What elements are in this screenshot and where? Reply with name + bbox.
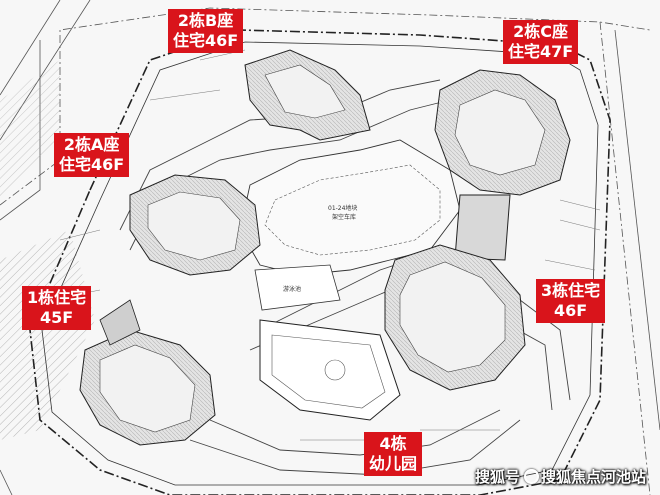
- plaza-label: 01-24地块: [328, 205, 358, 212]
- building-tag-3: 3栋住宅 46F: [536, 279, 606, 323]
- building-tag-4: 4栋 幼儿园: [364, 432, 423, 476]
- tag-2A-line1: 2栋A座: [63, 135, 120, 154]
- building-2B-footprint: [244, 49, 371, 141]
- watermark-right: 搜狐焦点河池站: [540, 468, 646, 486]
- building-4-footprint: [259, 319, 401, 421]
- building-tag-2B: 2栋B座 住宅46F: [168, 9, 244, 53]
- pool-label: 游泳池: [283, 286, 302, 293]
- sohu-logo-icon: [523, 469, 539, 484]
- tag-3-line1: 3栋住宅: [541, 281, 601, 300]
- central-plaza-inner: [264, 164, 441, 256]
- tag-2A-line2: 住宅46F: [59, 155, 125, 174]
- inner-boundary: [41, 41, 599, 486]
- tag-2B-line2: 住宅46F: [173, 31, 239, 50]
- tag-2C-line2: 住宅47F: [508, 42, 574, 61]
- building-2C-footprint: [434, 69, 571, 196]
- building-2A-footprint: [129, 174, 261, 276]
- building-1-ramp: [99, 299, 141, 346]
- plaza-sublabel: 架空车库: [332, 214, 357, 221]
- building-tag-2C: 2栋C座 住宅47F: [503, 20, 579, 64]
- tag-3-line2: 46F: [553, 301, 588, 320]
- tag-1-line2: 45F: [39, 308, 74, 327]
- pool-area: [254, 264, 341, 311]
- tag-4-line1: 4栋: [379, 434, 407, 453]
- tag-4-line2: 幼儿园: [369, 454, 418, 473]
- tag-2B-line1: 2栋B座: [177, 11, 234, 30]
- watermark: 搜狐号 搜狐焦点河池站: [475, 466, 646, 487]
- hatched-area-top-left: [0, 60, 60, 200]
- building-tag-2A: 2栋A座 住宅46F: [54, 133, 130, 177]
- watermark-left: 搜狐号: [474, 468, 520, 486]
- hatched-area-left: [0, 230, 95, 440]
- tag-2C-line1: 2栋C座: [513, 22, 569, 41]
- building-3-footprint: [384, 244, 526, 391]
- tag-1-line1: 1栋住宅: [27, 288, 87, 307]
- building-1-footprint: [79, 329, 216, 446]
- building-tag-1: 1栋住宅 45F: [22, 286, 92, 330]
- building-2C-annex: [454, 194, 511, 261]
